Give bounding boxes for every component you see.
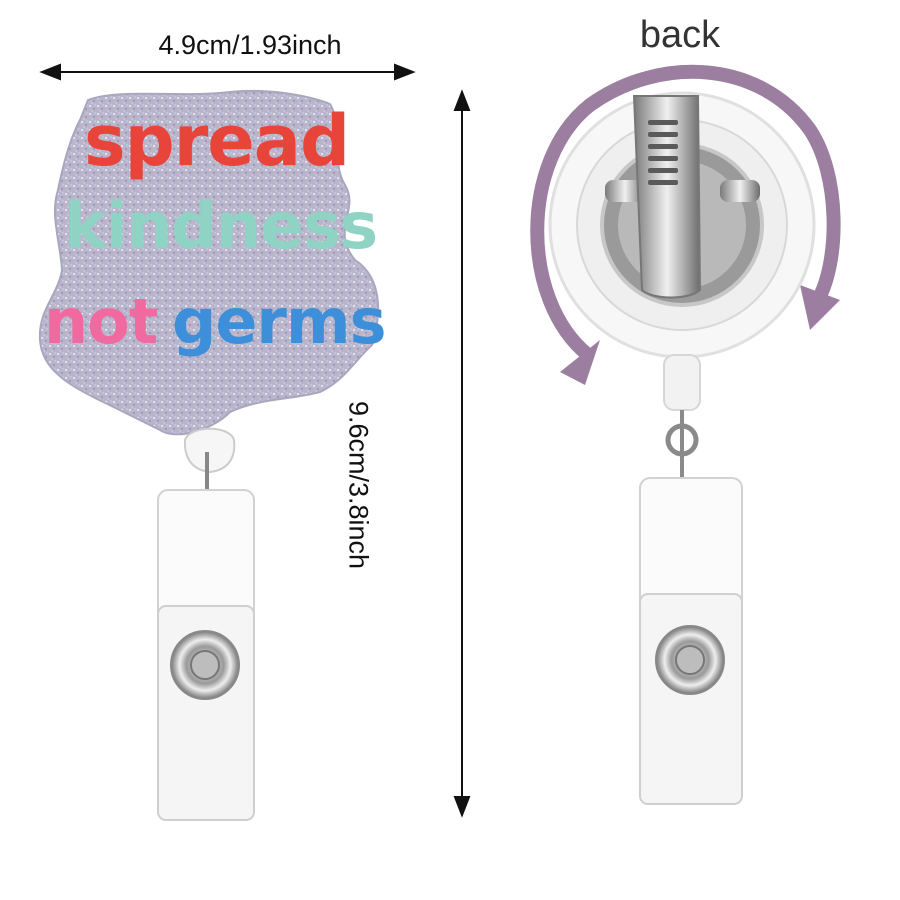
reel-back bbox=[548, 91, 816, 359]
back-view-label: back bbox=[639, 14, 721, 56]
badge-text-line1: spread bbox=[84, 100, 350, 182]
badge-front bbox=[38, 89, 380, 436]
width-dimension-label: 4.9cm/1.93inch bbox=[158, 30, 342, 60]
height-dimension-arrow bbox=[453, 89, 471, 818]
badge-text-line3b: germs bbox=[172, 285, 387, 358]
badge-text-line2: kindness bbox=[64, 190, 378, 264]
right-connector bbox=[663, 354, 708, 534]
left-strap bbox=[157, 489, 255, 821]
right-strap bbox=[639, 477, 743, 805]
height-dimension-label: 9.6cm/3.8inch bbox=[343, 400, 374, 570]
rotate-arrow-icon bbox=[530, 64, 841, 385]
badge-text-line3a: not bbox=[44, 285, 158, 358]
width-dimension-arrow bbox=[39, 63, 416, 81]
